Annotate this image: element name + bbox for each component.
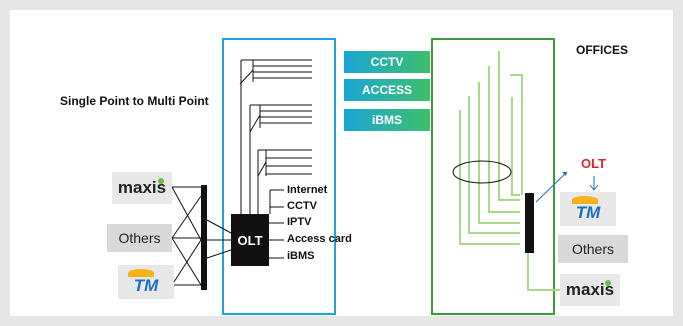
maxis-logo-right: maxis — [560, 274, 620, 306]
tm-logo-text-left: TM — [133, 276, 159, 295]
distribution-tree — [239, 59, 312, 259]
service-cctv: CCTV — [287, 200, 317, 212]
olt-box-left: OLT — [231, 214, 269, 266]
maxis-logo-text-right: maxis — [565, 280, 615, 299]
banner-ibms: iBMS — [344, 109, 430, 131]
service-access-card: Access card — [287, 233, 352, 245]
service-ibms: iBMS — [287, 250, 315, 262]
office-cables — [459, 51, 560, 291]
tm-swoosh-icon-right — [572, 196, 598, 204]
down-arrow-head — [589, 184, 599, 191]
provider-fan — [171, 186, 202, 286]
maxis-dot-icon-right — [605, 280, 611, 286]
maxis-logo-text-left: maxis — [117, 178, 167, 197]
building-box — [222, 38, 336, 315]
splitter-olt-links — [206, 219, 232, 259]
banner-cctv-label: CCTV — [370, 55, 404, 69]
others-box-right: Others — [558, 235, 628, 263]
olt-pointer-line — [535, 171, 568, 203]
offices-box — [431, 38, 555, 315]
banner-access-label: ACCESS — [361, 83, 412, 97]
banner-ibms-label: iBMS — [372, 113, 402, 127]
service-iptv: IPTV — [287, 216, 312, 228]
others-left-label: Others — [118, 230, 161, 246]
tm-logo-text-right: TM — [575, 203, 601, 222]
olt-right-label: OLT — [581, 156, 607, 171]
others-right-label: Others — [571, 241, 614, 257]
diagram-title: Single Point to Multi Point — [60, 94, 209, 108]
banner-cctv: CCTV — [344, 51, 430, 73]
splitter-bar-right — [525, 193, 534, 253]
cable-bundle-oval — [452, 160, 512, 184]
others-box-left: Others — [107, 224, 172, 252]
tm-logo-right: TM — [560, 192, 616, 226]
service-internet: Internet — [287, 184, 328, 196]
tm-swoosh-icon — [128, 269, 154, 277]
banner-access: ACCESS — [344, 79, 430, 101]
maxis-logo-left: maxis — [112, 172, 172, 204]
olt-pointer-arrowhead — [562, 172, 567, 176]
splitter-bar-left — [201, 185, 207, 290]
maxis-dot-icon — [158, 178, 164, 184]
olt-left-label: OLT — [237, 232, 263, 248]
offices-label: OFFICES — [576, 43, 629, 57]
tm-logo-left: TM — [118, 265, 174, 299]
